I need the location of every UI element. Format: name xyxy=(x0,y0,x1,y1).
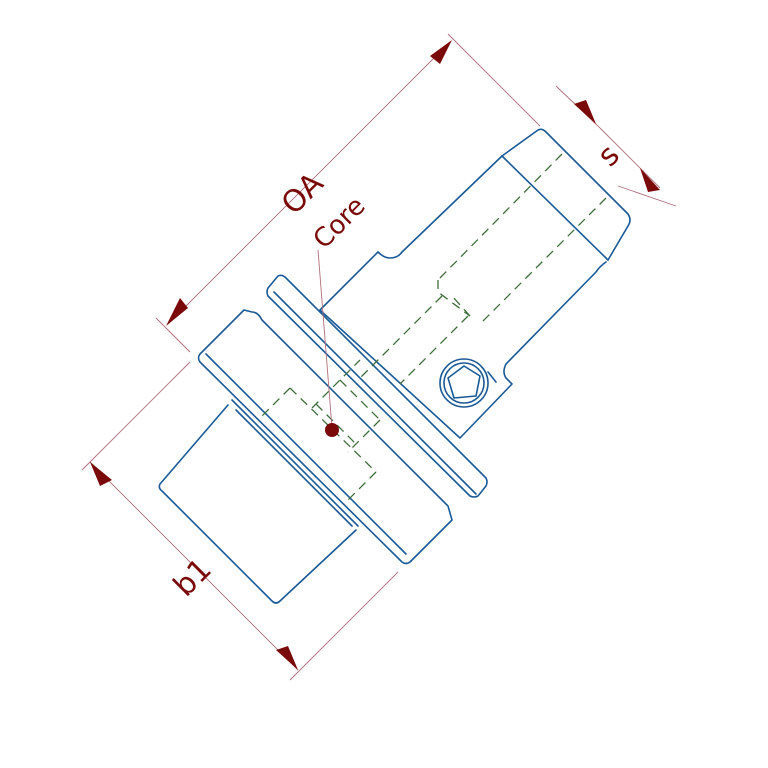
flange-edge-2 xyxy=(231,399,359,527)
b1-label: b1 xyxy=(167,552,219,604)
oa-arrow-bottom xyxy=(166,298,188,326)
flange-edge-1 xyxy=(205,353,407,555)
main-body xyxy=(319,251,607,439)
hidden-lines xyxy=(257,153,607,505)
dimensions xyxy=(81,33,677,681)
head-flat-line xyxy=(501,155,609,261)
core-point xyxy=(325,423,339,437)
s-label: s xyxy=(591,138,627,174)
b1-arrow-bottom xyxy=(276,646,298,670)
collar-ring-inner xyxy=(273,291,477,495)
shank-inner-edge xyxy=(235,409,353,527)
part-outline xyxy=(158,128,631,604)
collar-ring xyxy=(266,274,488,498)
shank-body xyxy=(158,404,357,604)
head xyxy=(501,128,631,261)
oa-arrow-top xyxy=(430,40,452,64)
s-arrow-bottom xyxy=(640,168,660,192)
clamp-screw xyxy=(439,358,497,408)
main-body-top xyxy=(377,155,503,259)
b1-arrow-top xyxy=(90,462,112,486)
flange-body xyxy=(197,309,453,565)
s-arrow-top xyxy=(574,100,596,124)
oa-label: OA xyxy=(275,166,331,222)
